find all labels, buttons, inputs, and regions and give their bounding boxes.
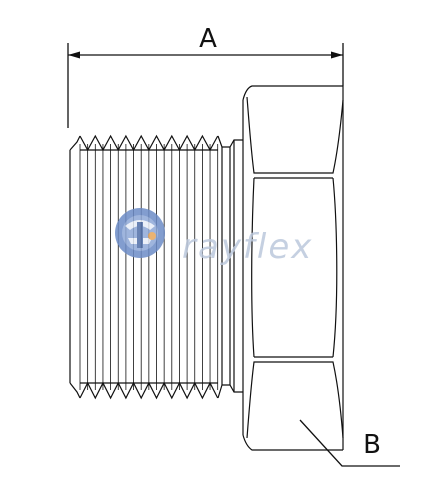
hex-middle-flat-left — [251, 177, 255, 358]
watermark-logo-icon — [115, 208, 165, 258]
hex-top-outline — [242, 85, 343, 101]
neck — [217, 135, 243, 399]
dimension-b-leader-line — [299, 419, 400, 467]
thread-body — [69, 134, 219, 400]
watermark-brand-text: rayflex — [182, 227, 313, 267]
neck-outline-top — [217, 135, 243, 148]
watermark: rayflex — [115, 208, 313, 267]
hex-middle-flat-right — [332, 177, 338, 358]
thread-bottom-chamfer — [69, 382, 81, 399]
hex-lower-flat-curve — [246, 361, 344, 439]
dimension-b-leader — [299, 419, 400, 467]
dimension-a-label: A — [199, 24, 217, 54]
dimension-a-left-arrow — [68, 51, 80, 59]
thread-lines — [79, 144, 219, 390]
hex-bottom-outline — [242, 434, 343, 451]
neck-outline-bottom — [217, 384, 243, 399]
thread-top-chamfer — [69, 135, 81, 151]
dimension-b-label: B — [363, 430, 381, 460]
dimension-a-right-arrow — [331, 51, 343, 59]
dimension-a — [67, 43, 344, 128]
hex-upper-flat-curve — [246, 96, 344, 174]
hex-head — [242, 85, 344, 451]
